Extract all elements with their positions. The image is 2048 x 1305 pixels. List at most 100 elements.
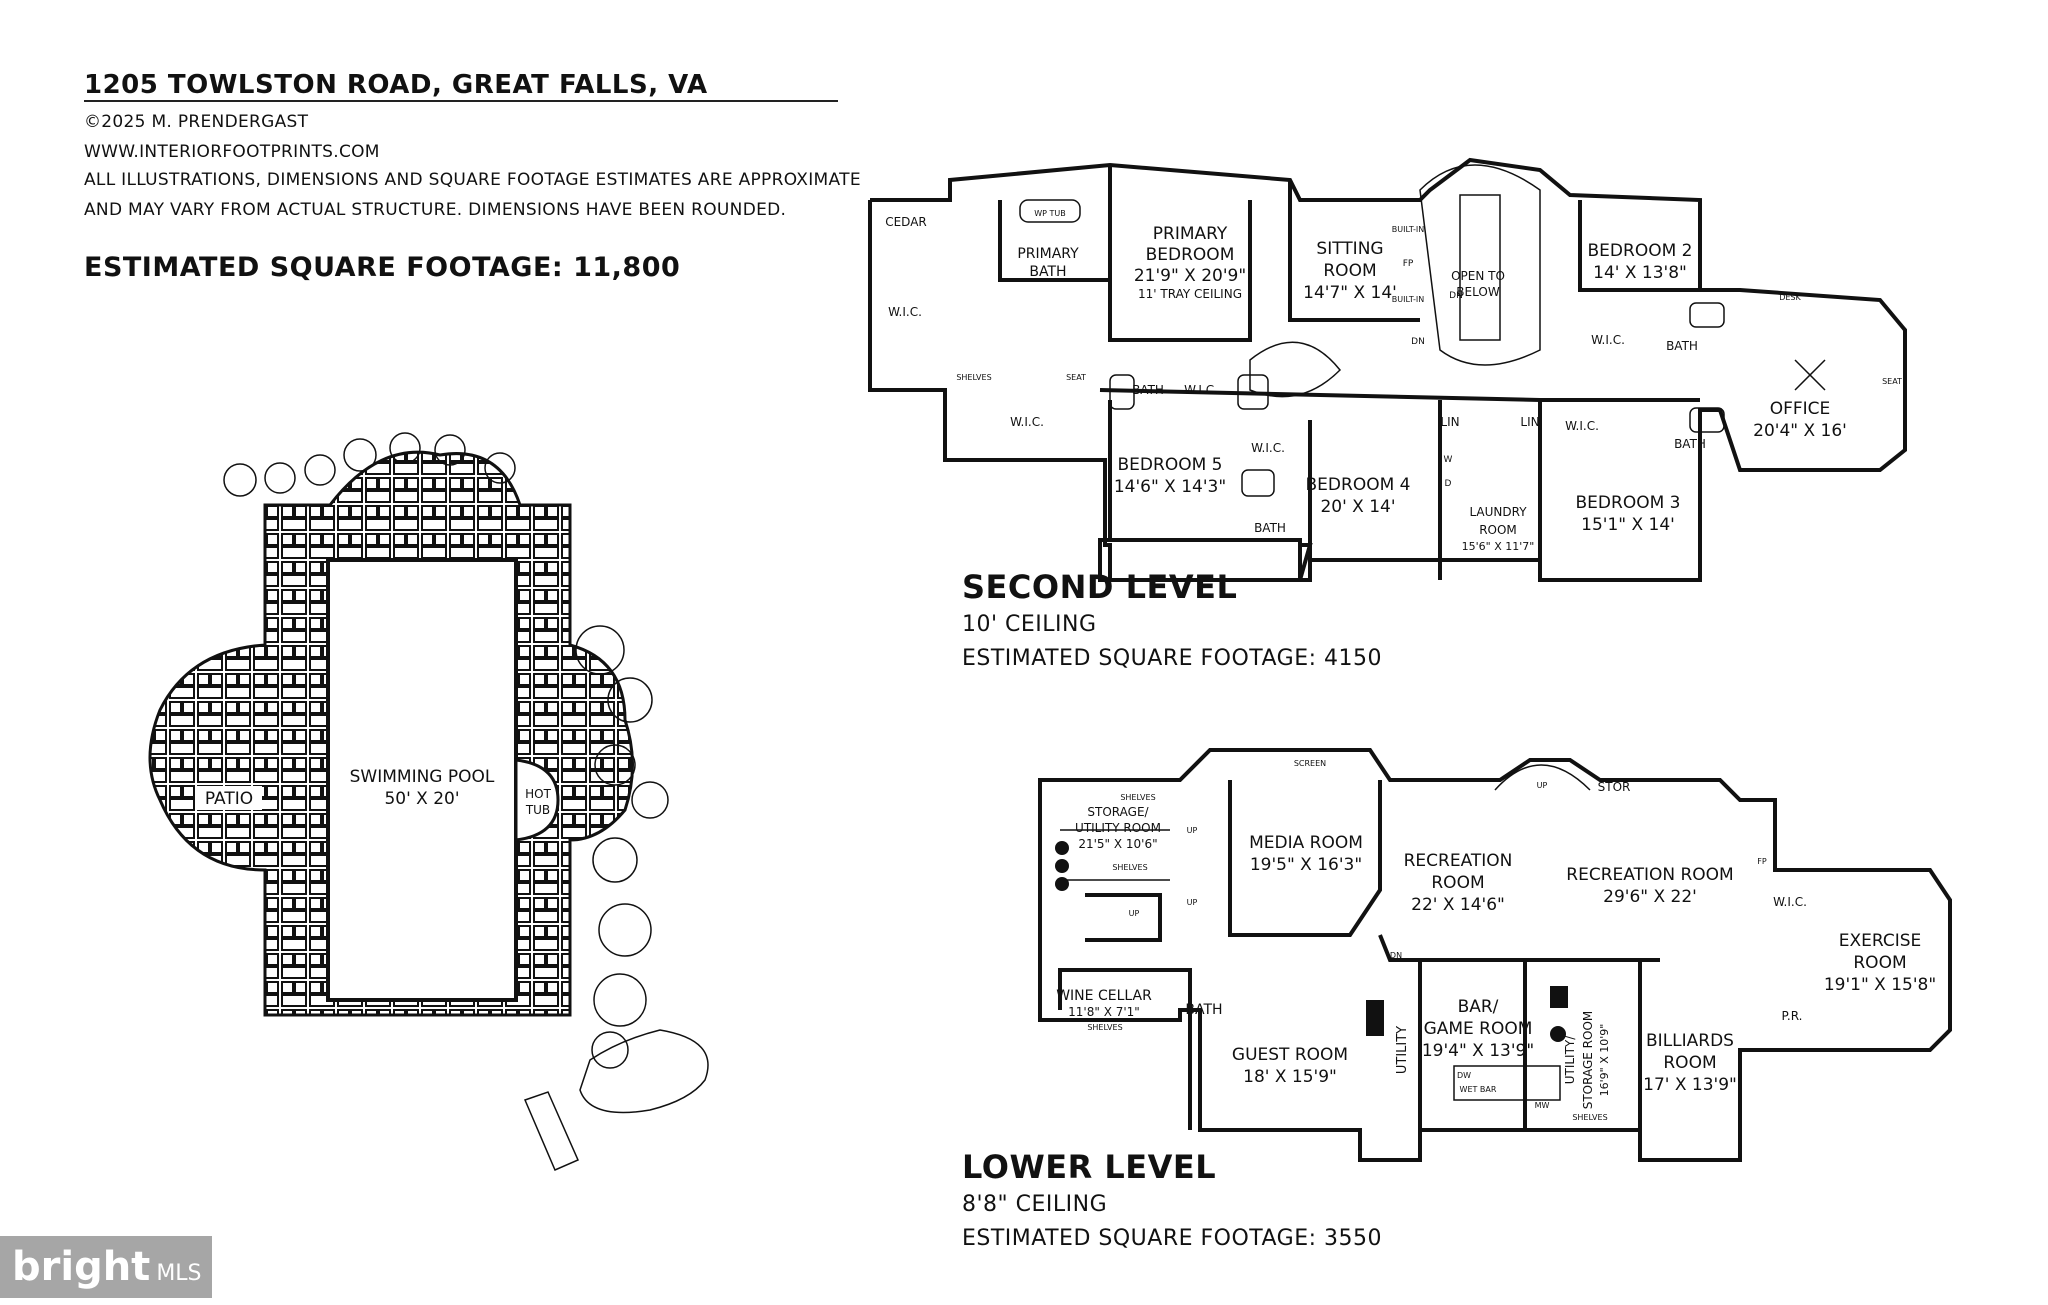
- ll-dishwasher-label: DW: [1457, 1071, 1471, 1080]
- sl-primary-bedroom-label-2: BEDROOM: [1146, 245, 1235, 265]
- sl-bedroom2-bath-label: BATH: [1666, 339, 1698, 353]
- ll-guest-label: GUEST ROOM: [1232, 1045, 1348, 1065]
- sl-fp-label: FP: [1403, 259, 1414, 269]
- sl-bath-center-label: BATH: [1132, 383, 1164, 397]
- sl-lin-label-1: LIN: [1440, 415, 1459, 429]
- patio-label: PATIO: [205, 789, 253, 809]
- sl-seat-label: SEAT: [1066, 373, 1086, 382]
- sl-bedroom4-dims: 20' X 14': [1320, 497, 1395, 517]
- sl-primary-bath-label-1: PRIMARY: [1017, 246, 1079, 262]
- sl-sitting-label-2: ROOM: [1323, 261, 1376, 281]
- ll-wet-bar-label: WET BAR: [1460, 1085, 1497, 1094]
- ll-storage-label-1: STORAGE/: [1087, 805, 1149, 819]
- ll-wic-label: W.I.C.: [1773, 895, 1807, 909]
- hot-tub-label-1: HOT: [525, 787, 551, 801]
- ll-billiards-label-2: ROOM: [1663, 1053, 1716, 1073]
- logo-mls: MLS: [156, 1261, 202, 1286]
- ll-up-label-1: UP: [1187, 826, 1198, 835]
- ll-billiards-label-1: BILLIARDS: [1646, 1031, 1734, 1051]
- logo-brand: bright: [12, 1244, 151, 1290]
- sl-shelves-label: SHELVES: [956, 373, 991, 382]
- landscape-shrubs: [223, 432, 669, 1069]
- disclaimer-line-1: ALL ILLUSTRATIONS, DIMENSIONS AND SQUARE…: [84, 170, 861, 190]
- ll-exercise-dims: 19'1" X 15'8": [1824, 975, 1936, 995]
- website-link[interactable]: WWW.INTERIORFOOTPRINTS.COM: [84, 142, 380, 162]
- ll-dn-label: DN: [1390, 951, 1402, 960]
- sl-wp-tub-label: WP TUB: [1034, 209, 1066, 218]
- ll-rec2-label: RECREATION ROOM: [1566, 865, 1733, 885]
- copyright-text: ©2025 M. PRENDERGAST: [84, 112, 309, 132]
- sl-bedroom3-dims: 15'1" X 14': [1581, 515, 1675, 535]
- lower-level-title: LOWER LEVEL: [962, 1148, 1217, 1186]
- second-level-sqft: ESTIMATED SQUARE FOOTAGE: 4150: [962, 646, 1383, 671]
- ll-screen-label: SCREEN: [1294, 759, 1326, 768]
- lower-level-ceiling: 8'8" CEILING: [962, 1192, 1108, 1217]
- ll-rec1-label-1: RECREATION: [1404, 851, 1513, 871]
- second-level-plan: [868, 157, 1907, 582]
- sl-bedroom4-wic-label: W.I.C.: [1251, 441, 1285, 455]
- sl-office-seat-label: SEAT: [1882, 377, 1902, 386]
- sl-bedroom3-label: BEDROOM 3: [1576, 493, 1681, 513]
- ll-utility-storage-dims: 16'9" X 10'9": [1598, 1024, 1611, 1097]
- sl-open-below-label-1: OPEN TO: [1451, 269, 1505, 283]
- ll-guest-dims: 18' X 15'9": [1243, 1067, 1337, 1087]
- ll-wine-cellar-dims: 11'8" X 7'1": [1068, 1005, 1140, 1019]
- sl-office-dims: 20'4" X 16': [1753, 421, 1847, 441]
- ll-media-dims: 19'5" X 16'3": [1250, 855, 1362, 875]
- total-square-footage: ESTIMATED SQUARE FOOTAGE: 11,800: [84, 252, 681, 283]
- ll-fp-label: FP: [1757, 857, 1767, 866]
- sl-primary-bedroom-ceiling: 11' TRAY CEILING: [1138, 287, 1242, 301]
- sl-bedroom5-label: BEDROOM 5: [1118, 455, 1223, 475]
- ll-exercise-label-1: EXERCISE: [1839, 931, 1922, 951]
- hot-tub-label-2: TUB: [525, 803, 550, 817]
- sl-bedroom4-label: BEDROOM 4: [1306, 475, 1411, 495]
- ll-up-label-2: UP: [1187, 898, 1198, 907]
- disclaimer-line-2: AND MAY VARY FROM ACTUAL STRUCTURE. DIME…: [84, 200, 787, 220]
- sl-bedroom3-bath-label: BATH: [1674, 437, 1706, 451]
- pool-label: SWIMMING POOL: [350, 767, 495, 787]
- sl-primary-bath-label-2: BATH: [1029, 264, 1066, 280]
- sl-bedroom2-label: BEDROOM 2: [1588, 241, 1693, 261]
- sl-lin-label-2: LIN: [1520, 415, 1539, 429]
- ll-storage-dims: 21'5" X 10'6": [1078, 837, 1157, 851]
- header-rule: [84, 100, 838, 102]
- sl-bedroom4-bath-label: BATH: [1254, 521, 1286, 535]
- sl-bedroom2-dims: 14' X 13'8": [1593, 263, 1687, 283]
- sl-washer-label: W: [1444, 455, 1453, 465]
- ll-billiards-dims: 17' X 13'9": [1643, 1075, 1737, 1095]
- ll-media-label: MEDIA ROOM: [1249, 833, 1363, 853]
- pool-area: [148, 432, 709, 1171]
- ll-rec1-label-2: ROOM: [1431, 873, 1484, 893]
- ll-microwave-label: MW: [1535, 1101, 1550, 1110]
- ll-powder-room-label: P.R.: [1782, 1009, 1803, 1023]
- ll-rec2-dims: 29'6" X 22': [1603, 887, 1697, 907]
- ll-bar-label-1: BAR/: [1458, 997, 1499, 1017]
- pool-dims: 50' X 20': [384, 789, 459, 809]
- sl-bedroom5-dims: 14'6" X 14'3": [1114, 477, 1226, 497]
- ll-up-label-3: UP: [1129, 909, 1140, 918]
- ll-storage-label-2: UTILITY ROOM: [1075, 821, 1161, 835]
- ll-shelves-wine-label: SHELVES: [1087, 1023, 1122, 1032]
- sl-bedroom2-wic-label: W.I.C.: [1591, 333, 1625, 347]
- sl-dn-label-2: DN: [1449, 291, 1463, 301]
- ll-bar-label-2: GAME ROOM: [1424, 1019, 1533, 1039]
- ll-bath-label: BATH: [1185, 1002, 1222, 1018]
- sl-sitting-dims: 14'7" X 14': [1303, 283, 1397, 303]
- ll-shelves-bar-label: SHELVES: [1572, 1113, 1607, 1122]
- sl-primary-bedroom-dims: 21'9" X 20'9": [1134, 266, 1246, 286]
- sl-built-in-label-2: BUILT-IN: [1392, 295, 1424, 304]
- sl-wic-lower-label: W.I.C.: [1010, 415, 1044, 429]
- ll-wine-cellar-label: WINE CELLAR: [1056, 988, 1152, 1004]
- ll-rec1-dims: 22' X 14'6": [1411, 895, 1505, 915]
- ll-up-label-4: UP: [1537, 781, 1548, 790]
- sl-open-below-label-2: BELOW: [1456, 285, 1500, 299]
- ll-exercise-label-2: ROOM: [1853, 953, 1906, 973]
- ll-shelves-top-label: SHELVES: [1120, 793, 1155, 802]
- ll-utility-storage-label-2: STORAGE ROOM: [1581, 1011, 1595, 1110]
- sl-desk-label: DESK: [1779, 293, 1801, 302]
- sl-wic-left-label: W.I.C.: [888, 305, 922, 319]
- sl-bedroom3-wic-label: W.I.C.: [1565, 419, 1599, 433]
- sl-cedar-label: CEDAR: [885, 215, 927, 229]
